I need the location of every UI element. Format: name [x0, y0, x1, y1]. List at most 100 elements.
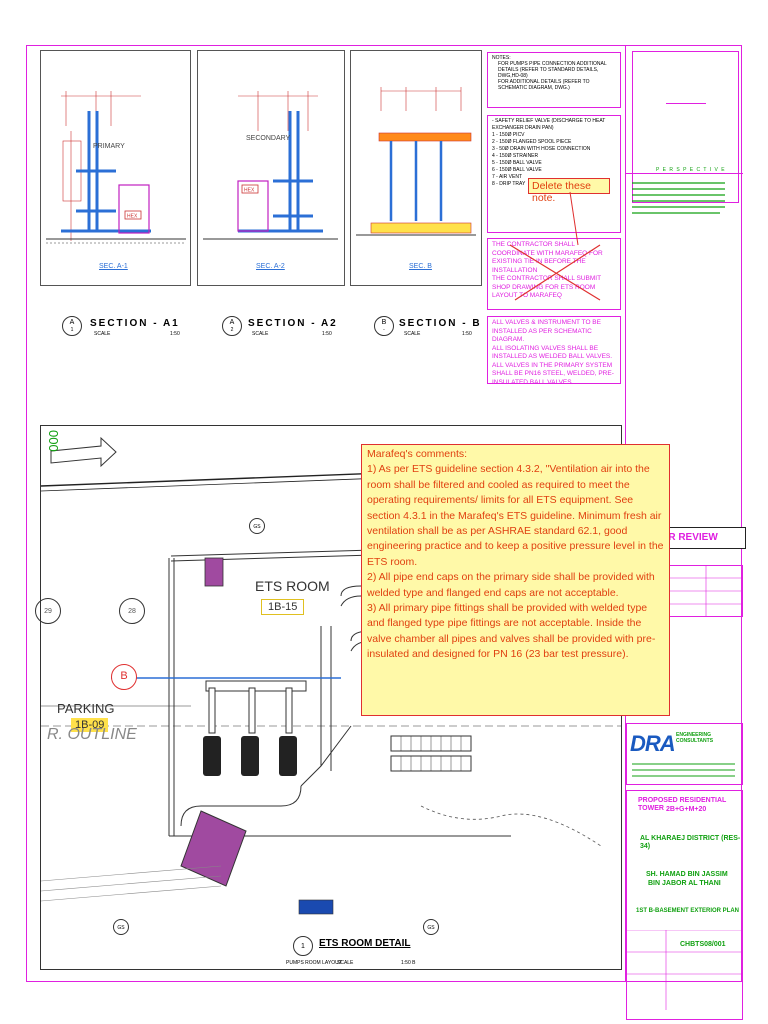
legend-item: 6 - 150Ø BALL VALVE	[492, 167, 542, 173]
side-dimension-text: 000	[46, 430, 61, 452]
grid-bubble-29: 29	[35, 598, 61, 624]
perspective-frame	[632, 51, 739, 203]
comment-title: Marafeq's comments:	[367, 448, 468, 460]
section-marker-b: B	[111, 664, 137, 690]
owner-line-2: BIN JABOR AL THANI	[648, 880, 721, 887]
section-a1-scale: 1:50	[170, 331, 180, 337]
detail-subtitle: PUMPS ROOM LAYOUT	[286, 960, 342, 966]
section-b-bubble: B -	[374, 316, 394, 336]
contractor-note: THE CONTRACTOR SHALL COORDINATE WITH MAR…	[492, 241, 603, 274]
section-a1-scale-label: SCALE	[94, 331, 111, 337]
perspective-label: P E R S P E C T I V E	[656, 167, 726, 173]
section-a1-title: SECTION - A1	[90, 318, 180, 329]
owner-line-1: SH. HAMAD BIN JASSIM	[646, 871, 728, 878]
perspective-notes-lines	[632, 182, 725, 214]
detail-title: ETS ROOM DETAIL	[319, 938, 411, 949]
section-a2-scale-label: SCALE	[252, 331, 269, 337]
valve-note: ALL VALVES & INSTRUMENT TO BE INSTALLED …	[492, 319, 601, 343]
floor-plan-drawing	[40, 436, 622, 915]
project-district: AL KHARAEJ DISTRICT (RES-34)	[640, 835, 741, 850]
notes-heading: NOTES:	[492, 55, 511, 61]
note-item: FOR PUMPS PIPE CONNECTION ADDITIONAL DET…	[498, 61, 607, 79]
perspective-notes-frame	[626, 173, 743, 544]
contractor-note: THE CONTRACTOR SHALL SUBMIT SHOP DRAWING…	[492, 275, 601, 299]
comment-paragraph: 2) All pipe end caps on the primary side…	[367, 571, 655, 599]
section-a2-number: 2	[230, 327, 234, 333]
delete-note-sticky[interactable]: Delete these note.	[528, 178, 610, 204]
section-b-title: SECTION - B	[399, 318, 482, 329]
marafeq-comment-box[interactable]: Marafeq's comments: 1) As per ETS guidel…	[361, 444, 670, 716]
section-a1-letter: A	[69, 319, 75, 326]
contractor-notes: THE CONTRACTOR SHALL COORDINATE WITH MAR…	[487, 238, 621, 310]
section-a1-number: 1	[70, 327, 74, 333]
legend-item: 5 - 150Ø BALL VALVE	[492, 160, 542, 166]
legend-item: 1 - 150Ø PICV	[492, 132, 525, 138]
legend-item: 2 - 150Ø FLANGED SPOOL PIECE	[492, 139, 572, 145]
consultant-contact-lines	[632, 763, 735, 777]
strike-through-mark	[509, 244, 601, 301]
detail-bubble: 1	[293, 936, 313, 956]
dra-logo: DRA	[630, 731, 676, 756]
review-banner-text: E FOR REVIEW	[645, 532, 718, 543]
section-b-letter: B	[381, 319, 387, 326]
drawing-name: 1ST B-BASEMENT EXTERIOR PLAN	[636, 908, 740, 914]
gs-label: GS	[253, 524, 261, 530]
project-box	[626, 790, 743, 1020]
perspective-line	[666, 103, 706, 104]
section-b-scale: 1:50	[462, 331, 472, 337]
project-floors: 2B+G+M+20	[666, 806, 707, 813]
consultant-box	[626, 723, 743, 785]
section-a2-scale: 1:50	[322, 331, 332, 337]
consultant-name: ENGINEERING CONSULTANTS	[676, 732, 714, 744]
section-b-panel: SEC. B	[350, 50, 482, 286]
section-b-number: -	[383, 327, 385, 333]
section-a1-panel: HEX PRIMARY SEC. A-1	[40, 50, 191, 286]
valve-note: ALL ISOLATING VALVES SHALL BE INSTALLED …	[492, 344, 613, 361]
section-a2-letter: A	[229, 319, 235, 326]
grid-bubble-28: 28	[119, 598, 145, 624]
drawing-sheet-border	[26, 45, 742, 982]
section-a1-drawing: HEX	[46, 91, 186, 244]
ets-room-name: ETS ROOM	[255, 578, 330, 594]
detail-scale: 1:50 B	[401, 960, 416, 966]
gs-marker: GS	[249, 518, 265, 534]
gs-label: GS	[117, 925, 125, 931]
valve-note: ALL VALVES IN THE PRIMARY SYSTEM SHALL B…	[492, 361, 614, 386]
gs-marker: GS	[423, 919, 439, 935]
parking-number: 1B-09	[71, 718, 109, 732]
hex-label: HEX	[127, 214, 138, 220]
section-a2-title: SECTION - A2	[248, 318, 338, 329]
section-a2-panel: HEX SECONDARY SEC. A-2	[197, 50, 345, 286]
valve-notes: ALL VALVES & INSTRUMENT TO BE INSTALLED …	[487, 316, 621, 386]
ets-room-number: 1B-15	[261, 599, 305, 615]
comment-paragraph: 3) All primary pipe fittings shall be pr…	[367, 602, 656, 661]
sticky-pointer-line	[569, 191, 579, 246]
section-b-scale-label: SCALE	[404, 331, 421, 337]
section-b-caption: SEC. B	[409, 263, 432, 270]
section-a2-bubble: A 2	[222, 316, 242, 336]
grid-28-label: 28	[128, 608, 136, 615]
section-b-drawing	[356, 87, 476, 236]
project-name: PROPOSED RESIDENTIAL TOWER	[638, 797, 727, 812]
legend-item: 7 - AIR VENT	[492, 174, 523, 180]
outline-text: R. OUTLINE	[47, 726, 137, 743]
section-a1-title-block: A 1 SECTION - A1 SCALE 1:50	[62, 316, 192, 338]
section-a1-tag: PRIMARY	[93, 143, 125, 150]
section-a1-bubble: A 1	[62, 316, 82, 336]
section-a2-tag: SECONDARY	[246, 135, 291, 142]
marker-b-label: B	[120, 670, 128, 682]
section-a2-drawing: HEX	[203, 91, 338, 240]
section-a2-caption: SEC. A-2	[256, 263, 285, 270]
legend-item: - SAFETY RELIEF VALVE (DISCHARGE TO HEAT…	[492, 118, 606, 131]
comment-paragraph: 1) As per ETS guideline section 4.3.2, "…	[367, 463, 664, 568]
section-b-title-block: B - SECTION - B SCALE 1:50	[374, 316, 484, 338]
drawing-number: CHBTS08/001	[680, 941, 726, 948]
title-block-grid	[626, 930, 743, 1010]
general-notes: NOTES: FOR PUMPS PIPE CONNECTION ADDITIO…	[487, 52, 621, 108]
detail-number: 1	[301, 943, 305, 950]
detail-scale-label: SCALE	[337, 960, 354, 966]
section-a1-caption: SEC. A-1	[99, 263, 128, 270]
gs-marker: GS	[113, 919, 129, 935]
grid-29-label: 29	[44, 608, 52, 615]
gs-label: GS	[427, 925, 435, 931]
